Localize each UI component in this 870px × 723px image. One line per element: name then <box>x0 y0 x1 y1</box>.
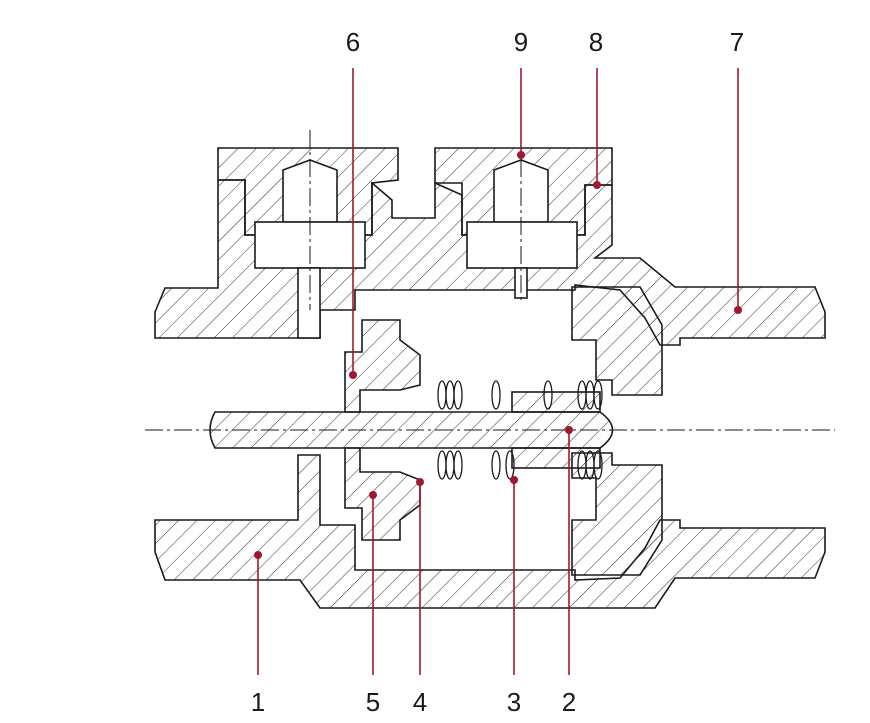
callout-label-9: 9 <box>513 27 529 57</box>
leader-dot-9 <box>517 151 525 159</box>
leader-dot-6 <box>349 371 357 379</box>
callout-label-4: 4 <box>412 687 428 717</box>
internal-parts <box>209 267 614 541</box>
callout-label-5: 5 <box>365 687 381 717</box>
callout-label-1: 1 <box>250 687 266 717</box>
leader-dot-5 <box>369 491 377 499</box>
leader-dot-8 <box>593 181 601 189</box>
callout-label-3: 3 <box>506 687 522 717</box>
leader-dot-2 <box>565 426 573 434</box>
callout-leaders <box>254 68 742 675</box>
leader-dot-3 <box>510 476 518 484</box>
callout-label-7: 7 <box>729 27 745 57</box>
center-lines <box>145 130 835 431</box>
valve-body <box>154 147 826 609</box>
leader-dot-7 <box>734 306 742 314</box>
leader-dot-4 <box>416 478 424 486</box>
callout-label-6: 6 <box>345 27 361 57</box>
callout-label-8: 8 <box>588 27 604 57</box>
callout-label-2: 2 <box>561 687 577 717</box>
leader-dot-1 <box>254 551 262 559</box>
